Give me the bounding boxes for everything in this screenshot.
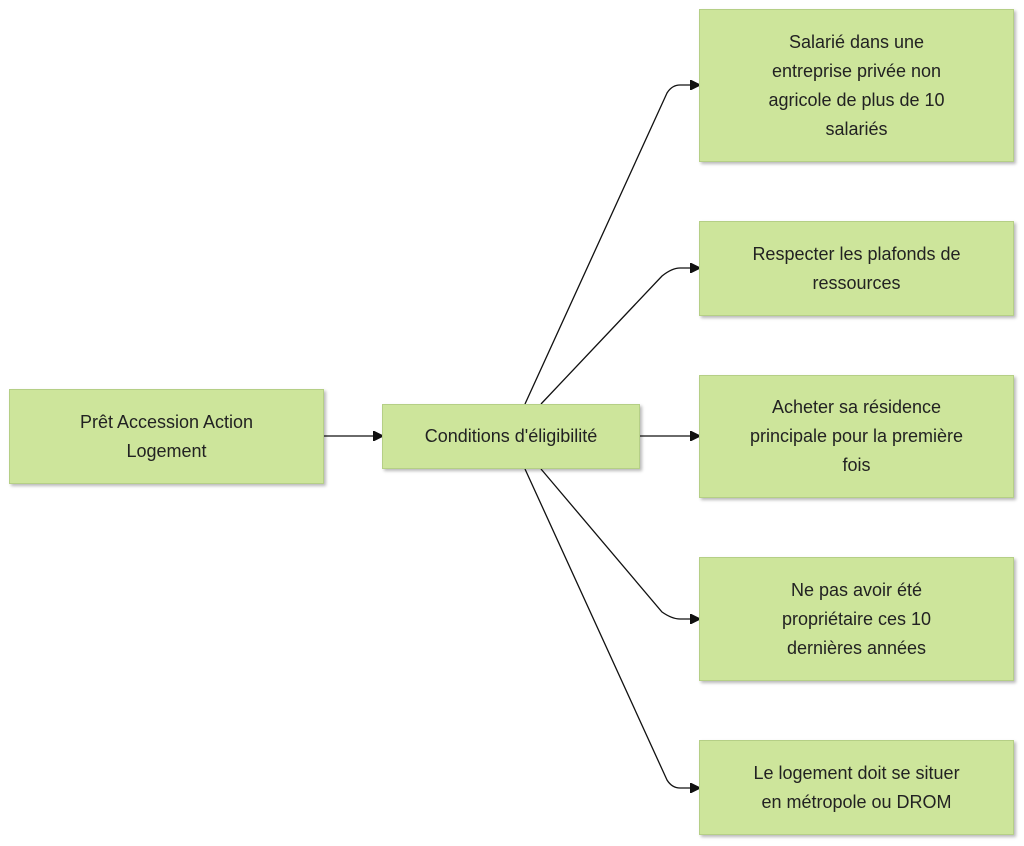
root-node-pret-accession: Prêt Accession Action Logement [9, 389, 324, 484]
criterion-label-logement: Le logement doit se situer en métropole … [753, 762, 960, 812]
criterion-label-salarie: Salarié dans une entreprise privée non a… [768, 31, 945, 139]
edge-conditions-to-criterion-2 [540, 268, 699, 405]
edge-conditions-to-criterion-5 [524, 468, 699, 788]
criterion-node-residence: Acheter sa résidence principale pour la … [699, 375, 1014, 498]
edge-conditions-to-criterion-1 [524, 85, 699, 405]
conditions-node-label: Conditions d'éligibilité [424, 426, 598, 446]
criterion-node-salarie: Salarié dans une entreprise privée non a… [699, 9, 1014, 162]
criterion-label-residence: Acheter sa résidence principale pour la … [749, 397, 964, 475]
criterion-node-logement: Le logement doit se situer en métropole … [699, 740, 1014, 835]
criterion-label-proprietaire: Ne pas avoir été propriétaire ces 10 der… [781, 579, 932, 658]
criterion-label-plafonds: Respecter les plafonds de ressources [752, 243, 961, 293]
criterion-node-plafonds: Respecter les plafonds de ressources [699, 221, 1014, 316]
conditions-node: Conditions d'éligibilité [382, 404, 640, 469]
edge-conditions-to-criterion-4 [540, 468, 699, 619]
criterion-node-proprietaire: Ne pas avoir été propriétaire ces 10 der… [699, 557, 1014, 681]
root-node-label: Prêt Accession Action Logement [79, 411, 254, 461]
